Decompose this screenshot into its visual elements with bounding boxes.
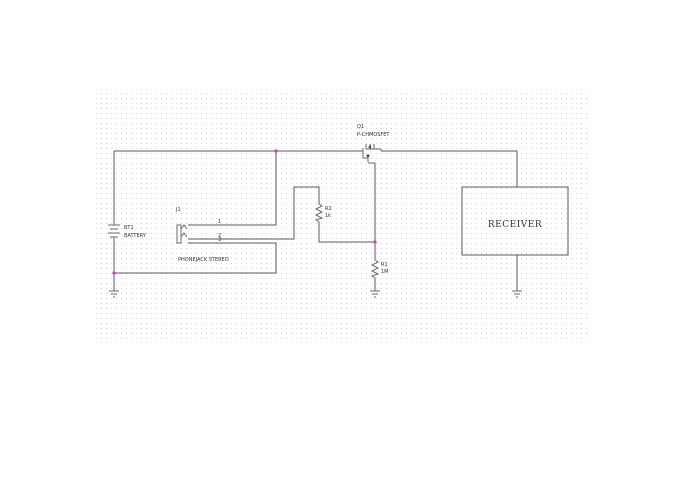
ground-symbol-battery (109, 290, 119, 298)
ground-symbol-r1 (370, 290, 380, 298)
phonejack-value-label: PHONEJACK STEREO (178, 257, 229, 263)
wire-top-rail (114, 150, 518, 187)
junction-bottom-left (112, 271, 116, 275)
wire-r2-node (318, 222, 375, 243)
junction-top (274, 149, 278, 153)
ground-symbol-receiver (512, 290, 522, 298)
receiver-box (461, 186, 569, 256)
phonejack-symbol (176, 224, 188, 244)
battery-symbol (108, 222, 120, 241)
resistor-r1-ref-label: R1 (381, 262, 388, 268)
resistor-r2-value-label: 1k (325, 213, 331, 219)
battery-ref-label: BT1 (124, 225, 134, 231)
resistor-r2-ref-label: R2 (325, 206, 332, 212)
phonejack-pin3-label: 3 (218, 237, 221, 243)
resistor-r1-value-label: 1M (381, 269, 389, 275)
phonejack-ref-label: J1 (175, 207, 181, 213)
resistor-r2-symbol (314, 203, 324, 223)
battery-value-label: BATTERY (124, 233, 147, 239)
wire-jack-bottom (114, 242, 277, 274)
wire-jack-pin1 (188, 151, 277, 226)
mosfet-ref-label: Q1 (357, 124, 364, 130)
phonejack-pin1-label: 1 (218, 219, 221, 225)
resistor-r1-symbol (370, 259, 380, 279)
phonejack-pin2-label: 2 (218, 233, 221, 239)
mosfet-symbol (362, 144, 382, 164)
receiver-label: RECEIVER (488, 220, 542, 230)
mosfet-value-label: P-CHMOSFET (357, 132, 390, 138)
junction-r1 (373, 240, 377, 244)
grid-area (96, 93, 588, 343)
wire-jack-pin2 (188, 186, 320, 240)
